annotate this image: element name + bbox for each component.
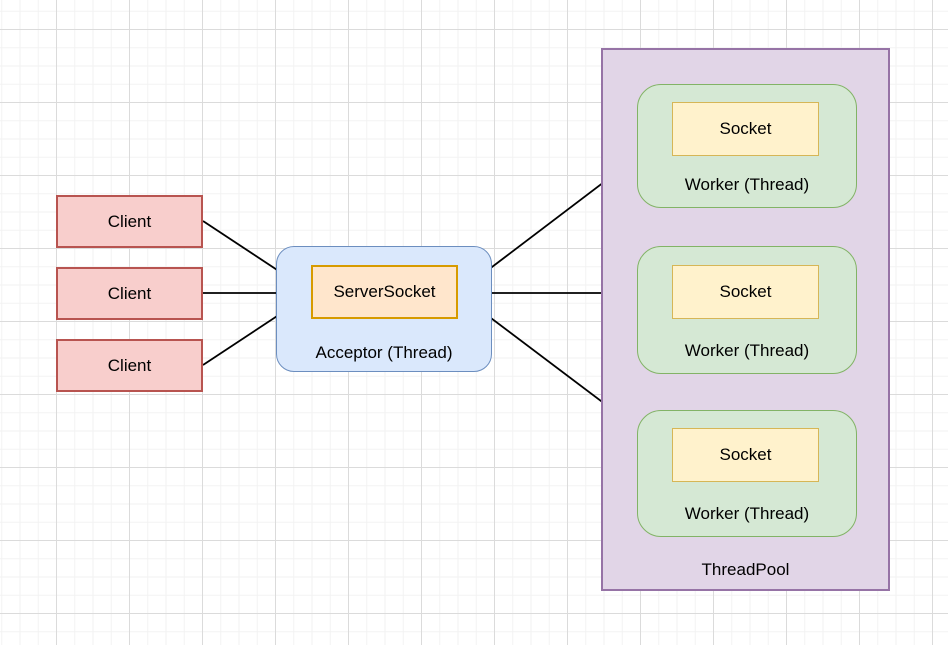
server-socket-label: ServerSocket (333, 282, 436, 301)
threadpool-label: ThreadPool (701, 560, 790, 579)
socket-3-label: Socket (719, 445, 772, 464)
client-1-box[interactable]: Client (56, 195, 203, 248)
socket-2-label: Socket (719, 282, 772, 301)
server-socket-box[interactable]: ServerSocket (311, 265, 458, 319)
socket-2-box[interactable]: Socket (672, 265, 819, 319)
worker-3-label: Worker (Thread) (684, 504, 810, 523)
worker-2-label: Worker (Thread) (684, 341, 810, 360)
client-2-box[interactable]: Client (56, 267, 203, 320)
client-3-box[interactable]: Client (56, 339, 203, 392)
client-3-label: Client (107, 355, 152, 375)
socket-1-box[interactable]: Socket (672, 102, 819, 156)
acceptor-label: Acceptor (Thread) (315, 343, 453, 362)
socket-3-box[interactable]: Socket (672, 428, 819, 482)
client-1-label: Client (107, 211, 152, 231)
worker-1-label: Worker (Thread) (684, 175, 810, 194)
client-2-label: Client (107, 283, 152, 303)
socket-1-label: Socket (719, 119, 772, 138)
